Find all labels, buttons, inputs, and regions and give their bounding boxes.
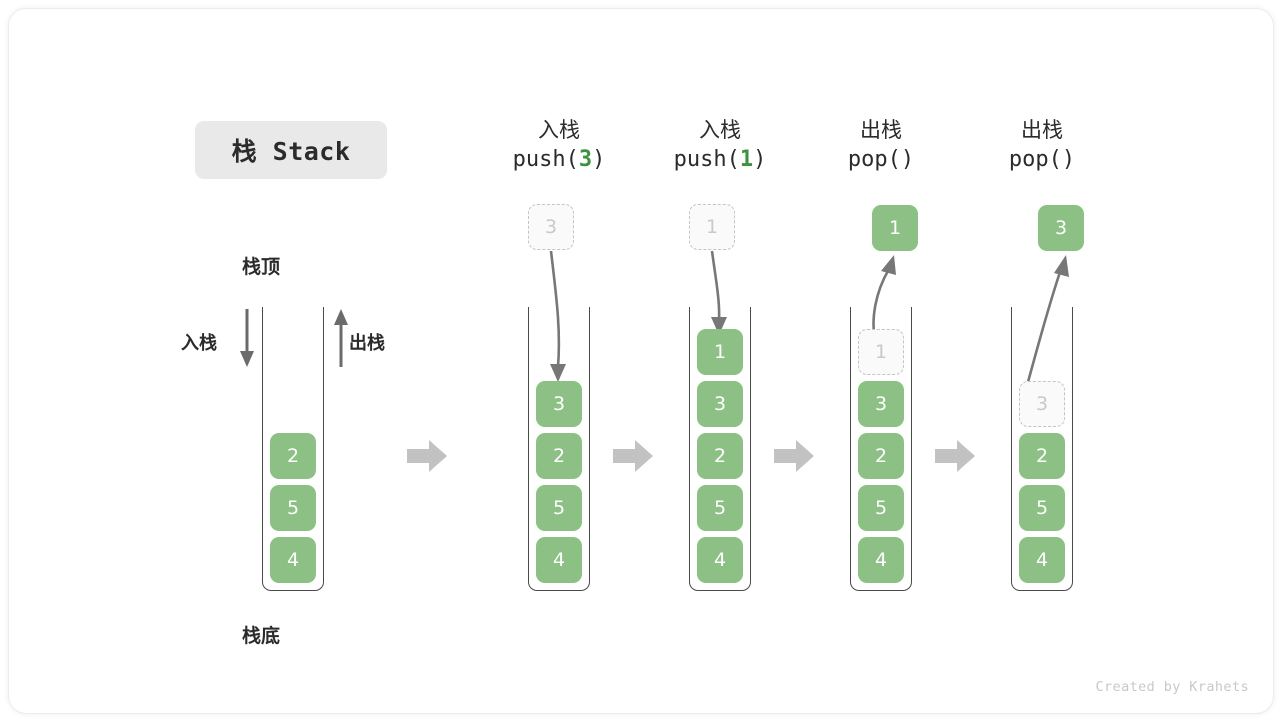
column-header-cn: 出栈 [860, 118, 902, 142]
popped-element-cell: 1 [872, 205, 918, 251]
stack-cell: 3 [858, 381, 904, 427]
stack-ghost-cell: 3 [1019, 381, 1065, 427]
flow-arrow-icon [774, 440, 814, 472]
stack-cell: 4 [858, 537, 904, 583]
stack-walls [1011, 307, 1073, 591]
title-badge: 栈 Stack [195, 121, 387, 179]
column-header-cn: 入栈 [538, 118, 580, 142]
stack-container-pop-3: 3 2 5 4 [1011, 307, 1073, 591]
column-header-push-3: 入栈 push(3) [474, 117, 644, 174]
stack-cell: 4 [1019, 537, 1065, 583]
code-suffix: ) [1061, 146, 1076, 172]
column-header-pop-1: 出栈 pop() [796, 117, 966, 174]
stack-cell: 2 [270, 433, 316, 479]
stack-container-initial: 2 5 4 [262, 307, 324, 591]
code-suffix: ) [900, 146, 915, 172]
flow-arrow-icon [613, 440, 653, 472]
code-prefix: pop( [847, 146, 901, 172]
stack-cell: 5 [270, 485, 316, 531]
stack-bottom-label: 栈底 [242, 625, 281, 647]
stack-cell: 4 [270, 537, 316, 583]
pop-direction-arrow-icon [334, 309, 348, 367]
stack-container-push-3: 3 2 5 4 [528, 307, 590, 591]
stack-top-label: 栈顶 [242, 256, 281, 278]
footer-credit: Created by Krahets [1095, 679, 1249, 695]
push-direction-arrow-icon [240, 309, 254, 367]
column-header-cn: 出栈 [1021, 118, 1063, 142]
popped-element-cell: 3 [1038, 205, 1084, 251]
stack-container-push-1: 1 3 2 5 4 [689, 307, 751, 591]
code-prefix: push( [512, 146, 579, 172]
stack-cell: 3 [536, 381, 582, 427]
flow-arrow-icon [935, 440, 975, 472]
stack-cell: 1 [697, 329, 743, 375]
push-motion-arrow-icon [710, 250, 727, 335]
stack-ghost-cell: 1 [858, 329, 904, 375]
column-header-code: push(3) [474, 145, 644, 174]
code-suffix: ) [753, 146, 767, 172]
stack-cell: 2 [858, 433, 904, 479]
pop-motion-arrow-icon [1023, 255, 1069, 394]
column-header-cn: 入栈 [699, 118, 741, 142]
stack-cell: 2 [536, 433, 582, 479]
stack-cell: 5 [536, 485, 582, 531]
stack-walls [689, 307, 751, 591]
stack-container-pop-1: 1 3 2 5 4 [850, 307, 912, 591]
stack-walls [262, 307, 324, 591]
code-argument: 1 [739, 146, 754, 172]
push-motion-arrow-icon [549, 250, 566, 382]
column-header-code: push(1) [635, 145, 805, 174]
column-header-pop-3: 出栈 pop() [957, 117, 1127, 174]
column-header-code: pop() [957, 145, 1127, 174]
stack-cell: 5 [697, 485, 743, 531]
stack-cell: 3 [697, 381, 743, 427]
diagram-canvas: 栈 Stack 栈顶 栈底 入栈 出栈 2 5 4 入栈 push(3) 3 3… [8, 8, 1274, 714]
stack-cell: 2 [697, 433, 743, 479]
stack-cell: 5 [858, 485, 904, 531]
column-header-push-1: 入栈 push(1) [635, 117, 805, 174]
flow-arrow-icon [407, 440, 447, 472]
push-side-label: 入栈 [181, 333, 217, 354]
stack-cell: 4 [536, 537, 582, 583]
floating-ghost-cell: 1 [689, 204, 735, 250]
code-prefix: push( [673, 146, 740, 172]
stack-cell: 4 [697, 537, 743, 583]
code-argument: 3 [578, 146, 593, 172]
floating-ghost-cell: 3 [528, 204, 574, 250]
code-suffix: ) [592, 146, 606, 172]
stack-cell: 2 [1019, 433, 1065, 479]
stack-walls [850, 307, 912, 591]
stack-cell: 5 [1019, 485, 1065, 531]
column-header-code: pop() [796, 145, 966, 174]
title-text: 栈 Stack [231, 137, 351, 166]
stack-walls [528, 307, 590, 591]
code-prefix: pop( [1008, 146, 1062, 172]
pop-side-label: 出栈 [349, 333, 385, 354]
